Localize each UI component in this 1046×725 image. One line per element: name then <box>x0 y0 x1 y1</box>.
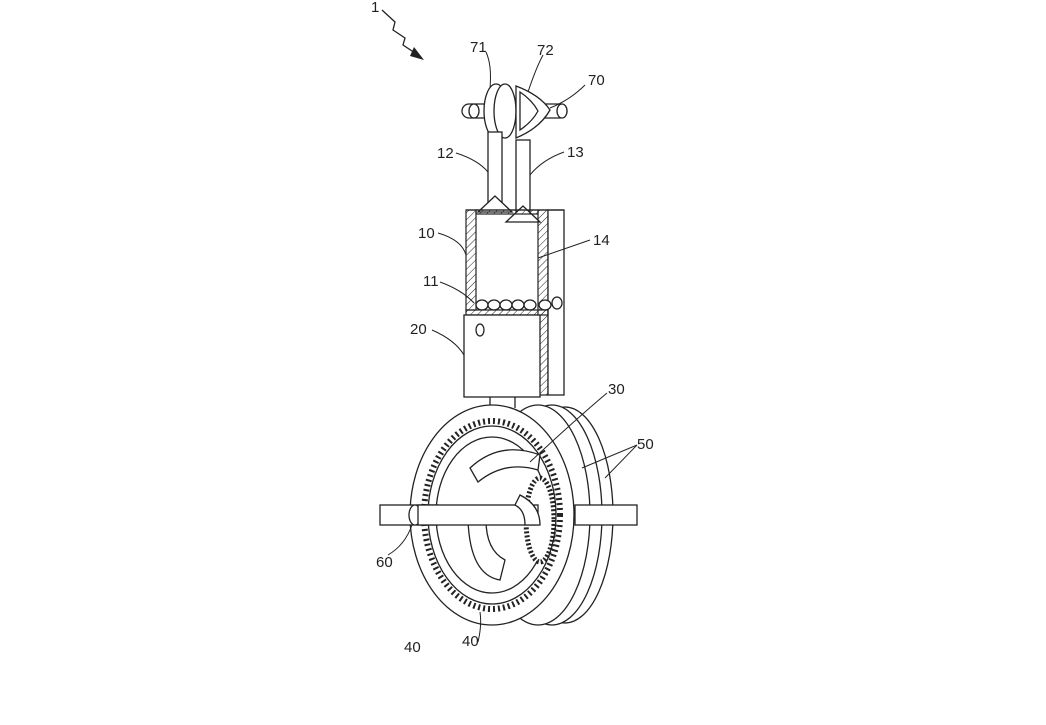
leader-lines <box>387 51 638 643</box>
gear-assembly <box>379 404 638 626</box>
connecting-rods <box>476 131 542 223</box>
axle-right <box>574 504 638 526</box>
top-shaft-assembly <box>461 83 568 139</box>
hub-curve <box>467 519 506 581</box>
cam-left-back <box>493 83 517 139</box>
label-rod-right: 13 <box>567 144 584 161</box>
label-gear-inner: 40 <box>462 633 479 650</box>
housing <box>463 314 541 408</box>
cylinder-top-plate <box>475 209 539 215</box>
label-rod-left: 12 <box>437 145 454 162</box>
arrow-head <box>410 47 424 60</box>
reference-labels: 71 72 70 12 13 10 14 11 20 30 50 60 40 4… <box>376 39 654 656</box>
hub-arm <box>469 449 541 483</box>
label-chamber: 14 <box>593 232 610 249</box>
crank-bend <box>514 494 541 526</box>
cam-right-inner <box>519 90 539 132</box>
housing-hole <box>475 323 485 337</box>
cylinder-wall-left <box>465 209 477 311</box>
rod-left <box>487 131 503 203</box>
label-shaft-top: 70 <box>588 72 605 89</box>
cylinder <box>465 209 565 396</box>
label-assembly: 1 <box>371 0 379 16</box>
label-cam-left: 71 <box>470 39 487 56</box>
label-axle: 60 <box>376 554 393 571</box>
label-discs: 50 <box>637 436 654 453</box>
zigzag-arrow <box>381 9 419 56</box>
shaft-end-right <box>556 103 568 119</box>
label-cylinder: 10 <box>418 225 435 242</box>
shaft-end-left <box>468 103 480 119</box>
label-hub: 30 <box>608 381 625 398</box>
label-gear-outer: 40 <box>404 639 421 656</box>
housing-body <box>463 314 541 398</box>
assembly-label-group: 1 <box>371 0 424 60</box>
label-housing: 20 <box>410 321 427 338</box>
label-balls: 11 <box>423 273 439 290</box>
label-cam-right: 72 <box>537 42 554 59</box>
rod-right <box>515 139 531 213</box>
cylinder-base-plate <box>465 309 549 316</box>
